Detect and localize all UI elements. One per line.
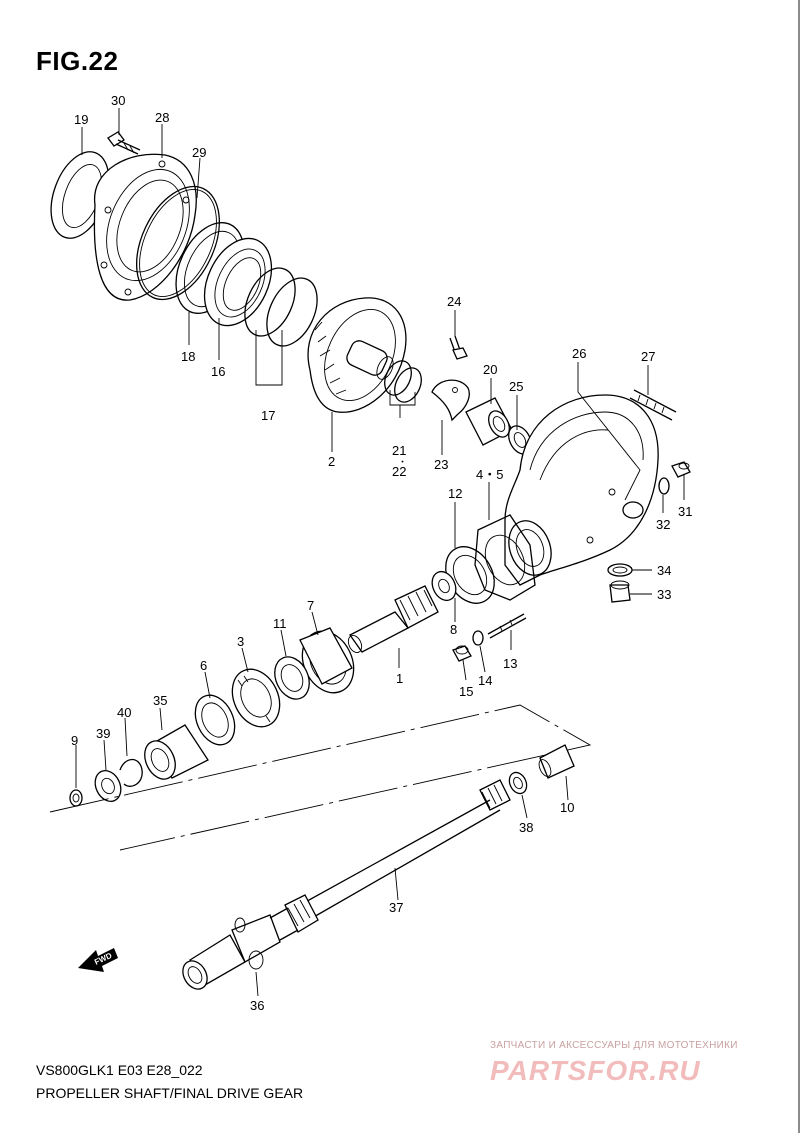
label-8[interactable]: 8 bbox=[450, 622, 457, 637]
leader-lines bbox=[75, 108, 685, 997]
part-3-bearing-retainer[interactable] bbox=[223, 662, 288, 735]
label-16[interactable]: 16 bbox=[211, 364, 225, 379]
part-6-oil-seal[interactable] bbox=[188, 689, 243, 751]
label-38[interactable]: 38 bbox=[519, 820, 533, 835]
label-13[interactable]: 13 bbox=[503, 656, 517, 671]
model-code: VS800GLK1 E03 E28_022 bbox=[36, 1062, 203, 1078]
part-32-gasket[interactable] bbox=[658, 477, 670, 495]
label-29[interactable]: 29 bbox=[192, 145, 206, 160]
label-25[interactable]: 25 bbox=[509, 379, 523, 394]
part-37-propeller-shaft[interactable] bbox=[284, 779, 511, 933]
label-2[interactable]: 2 bbox=[328, 454, 335, 469]
label-27[interactable]: 27 bbox=[641, 349, 655, 364]
label-3[interactable]: 3 bbox=[237, 634, 244, 649]
part-34-gasket[interactable] bbox=[607, 563, 633, 577]
label-33[interactable]: 33 bbox=[657, 587, 671, 602]
label-31[interactable]: 31 bbox=[678, 504, 692, 519]
assembly-boundary-lines bbox=[49, 704, 592, 851]
part-1-final-drive-pinion[interactable] bbox=[346, 585, 439, 655]
part-13-stud[interactable] bbox=[487, 613, 527, 639]
label-11[interactable]: 11 bbox=[273, 616, 287, 631]
label-4-5[interactable]: 4・5 bbox=[476, 467, 503, 482]
label-35[interactable]: 35 bbox=[153, 693, 167, 708]
figure-caption: PROPELLER SHAFT/FINAL DRIVE GEAR bbox=[36, 1085, 304, 1101]
part-7-bearing[interactable] bbox=[293, 623, 364, 701]
part-8-bearing[interactable] bbox=[428, 568, 461, 604]
label-39[interactable]: 39 bbox=[96, 726, 110, 741]
part-number-labels: 19 30 28 29 18 16 17 2 21 ・ 22 23 24 20 … bbox=[71, 93, 692, 1013]
part-20-bearing[interactable] bbox=[465, 397, 514, 446]
label-21[interactable]: 21 bbox=[392, 443, 406, 458]
part-40-circlip[interactable] bbox=[119, 758, 143, 787]
part-39-washer[interactable] bbox=[90, 766, 125, 805]
part-38-spring[interactable] bbox=[506, 770, 530, 797]
part-26-final-gear-case[interactable] bbox=[502, 394, 659, 586]
label-7[interactable]: 7 bbox=[307, 598, 314, 613]
part-2-final-driven-gear[interactable] bbox=[307, 297, 409, 413]
part-17-shim-set[interactable] bbox=[235, 260, 327, 354]
part-27-stud-bolt[interactable] bbox=[629, 389, 677, 421]
label-40[interactable]: 40 bbox=[117, 705, 131, 720]
label-30[interactable]: 30 bbox=[111, 93, 125, 108]
watermark-tagline: ЗАПЧАСТИ И АКСЕССУАРЫ ДЛЯ МОТОТЕХНИКИ bbox=[490, 1040, 738, 1051]
part-35-joint-coupling[interactable] bbox=[139, 724, 209, 784]
part-24-bolt[interactable] bbox=[449, 335, 468, 360]
label-1[interactable]: 1 bbox=[396, 671, 403, 686]
label-9[interactable]: 9 bbox=[71, 733, 78, 748]
part-14-washer[interactable] bbox=[472, 630, 484, 646]
part-10-coupling-nut[interactable] bbox=[537, 744, 575, 779]
part-23-stopper[interactable] bbox=[431, 379, 470, 422]
label-24[interactable]: 24 bbox=[447, 294, 461, 309]
label-26[interactable]: 26 bbox=[572, 346, 586, 361]
part-15-cap-nut[interactable] bbox=[452, 645, 472, 662]
label-17[interactable]: 17 bbox=[261, 408, 275, 423]
label-32[interactable]: 32 bbox=[656, 517, 670, 532]
label-18[interactable]: 18 bbox=[181, 349, 195, 364]
label-6[interactable]: 6 bbox=[200, 658, 207, 673]
label-36[interactable]: 36 bbox=[250, 998, 264, 1013]
label-21-22-dot: ・ bbox=[398, 457, 407, 467]
part-36-universal-joint[interactable] bbox=[178, 907, 299, 993]
part-30-bolt[interactable] bbox=[107, 131, 141, 155]
label-14[interactable]: 14 bbox=[478, 673, 492, 688]
label-23[interactable]: 23 bbox=[434, 457, 448, 472]
part-16-bearing[interactable] bbox=[191, 228, 284, 337]
label-22[interactable]: 22 bbox=[392, 464, 406, 479]
part-31-oil-filler-plug[interactable] bbox=[671, 461, 691, 478]
part-4-5-gasket[interactable] bbox=[474, 514, 536, 601]
part-9-nut[interactable] bbox=[69, 789, 83, 807]
label-10[interactable]: 10 bbox=[560, 800, 574, 815]
part-29-o-ring[interactable] bbox=[120, 173, 236, 312]
part-33-drain-plug[interactable] bbox=[609, 580, 631, 603]
label-12[interactable]: 12 bbox=[448, 486, 462, 501]
figure-title: FIG.22 bbox=[36, 46, 119, 76]
part-11-bearing-race[interactable] bbox=[268, 651, 316, 704]
label-19[interactable]: 19 bbox=[74, 112, 88, 127]
part-28-bearing-case[interactable] bbox=[91, 153, 205, 301]
label-37[interactable]: 37 bbox=[389, 900, 403, 915]
forward-direction-arrow-icon: FWD bbox=[78, 948, 118, 972]
label-15[interactable]: 15 bbox=[459, 684, 473, 699]
label-28[interactable]: 28 bbox=[155, 110, 169, 125]
label-34[interactable]: 34 bbox=[657, 563, 671, 578]
watermark-logo: PARTSFOR.RU bbox=[490, 1055, 701, 1086]
label-20[interactable]: 20 bbox=[483, 362, 497, 377]
